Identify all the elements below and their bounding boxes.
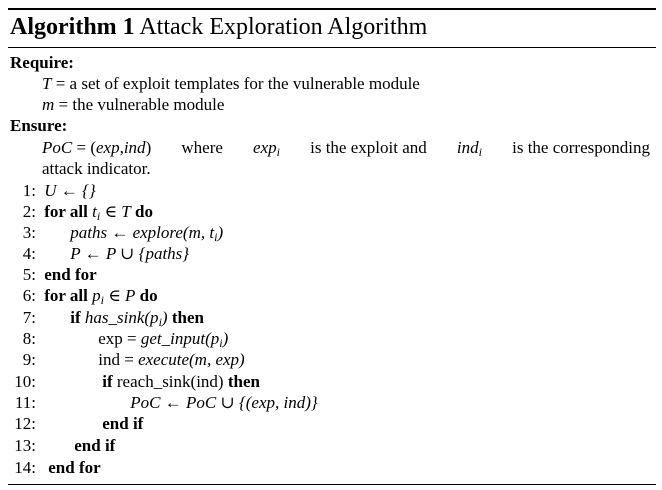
algo-line-1: 1: U ← {} [22, 181, 96, 200]
ensure-keyword: Ensure: [10, 116, 68, 135]
require-keyword: Require: [10, 53, 74, 72]
algo-line-7: 7: if has_sink(pi) then [22, 308, 204, 329]
title-rule [8, 47, 656, 48]
algo-line-11: 11: PoC ← PoC ∪ {(exp, ind)} [14, 393, 318, 412]
algo-line-6: 6: for all pi ∈ P do [22, 286, 158, 307]
algo-line-2: 2: for all ti ∈ T do [22, 202, 153, 223]
require-item-templates: T = a set of exploit templates for the v… [42, 74, 420, 93]
algo-line-5: 5: end for [22, 265, 97, 284]
algo-line-13: 13: end if [14, 436, 116, 455]
require-item-module: m = the vulnerable module [42, 95, 225, 114]
algorithm-box: Algorithm 1 Attack Exploration Algorithm… [8, 8, 656, 485]
algorithm-title: Algorithm 1 Attack Exploration Algorithm [10, 12, 427, 42]
top-rule [8, 8, 656, 10]
ensure-statement: PoC = (exp,ind) where expi is the exploi… [42, 138, 650, 159]
algorithm-name: Attack Exploration Algorithm [139, 14, 428, 40]
ensure-continuation: attack indicator. [42, 159, 151, 178]
algo-line-4: 4: P ← P ∪ {paths} [22, 244, 190, 263]
algo-line-12: 12: end if [14, 414, 144, 433]
algo-line-8: 8: exp = get_input(pi) [22, 329, 229, 350]
bottom-rule [8, 484, 656, 485]
algo-line-3: 3: paths ← explore(m, ti) [22, 223, 224, 244]
algo-line-10: 10: if reach_sink(ind) then [14, 372, 260, 391]
algorithm-label: Algorithm 1 [10, 14, 135, 40]
algo-line-14: 14: end for [14, 458, 101, 477]
algo-line-9: 9: ind = execute(m, exp) [22, 350, 245, 369]
